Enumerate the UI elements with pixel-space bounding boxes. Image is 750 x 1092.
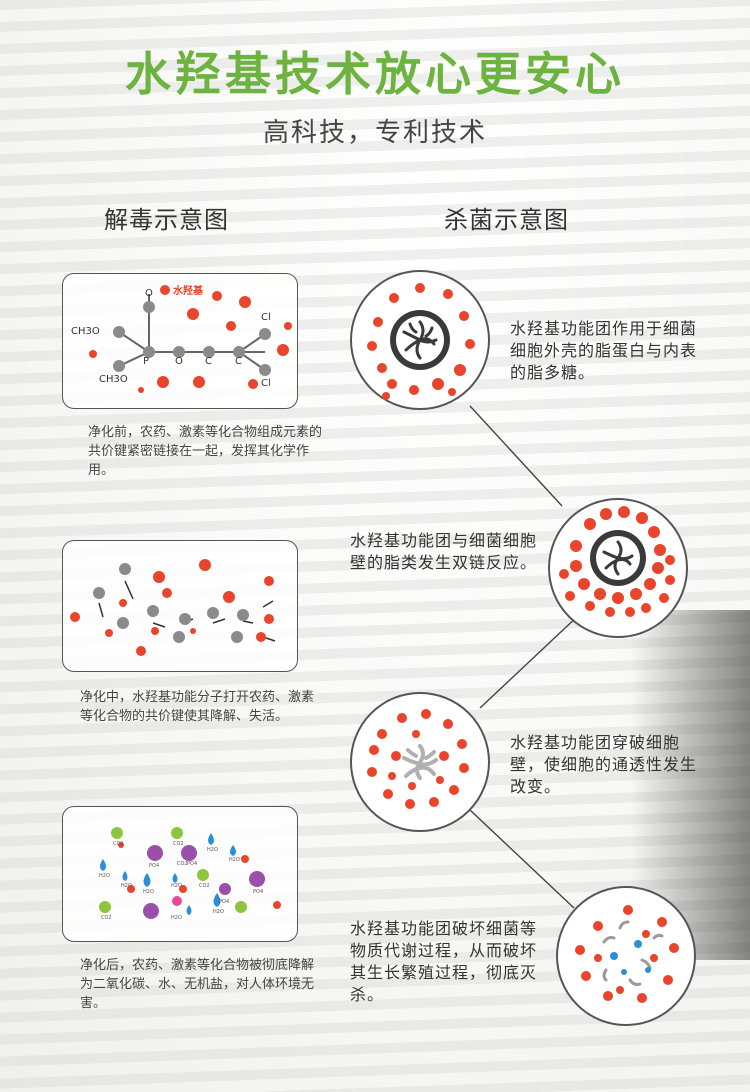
- molecule-label: CO2: [199, 883, 210, 889]
- molecule-label: PO4: [187, 861, 197, 867]
- sterilize-stage3-circle: [350, 692, 490, 832]
- molecule-label: H2O: [121, 883, 132, 889]
- molecule-label: CO2: [113, 841, 124, 847]
- bacteria-destroyed-svg: [575, 905, 679, 1003]
- sterilize-desc-stage3: 水羟基功能团穿破细胞壁，使细胞的通透性发生改变。: [510, 733, 698, 796]
- detox-during-diagram: [62, 540, 298, 672]
- atom-ch3o-top: [113, 326, 125, 338]
- molecule-before-svg: O CH3O P O C C Cl Cl CH3O 水羟基: [71, 284, 292, 393]
- molecule-label: CO2: [101, 915, 112, 921]
- molecule-label: H2O: [171, 883, 182, 889]
- atom-o-mid: [173, 346, 185, 358]
- atom-label: Cl: [261, 312, 271, 323]
- sterilize-desc-stage1: 水羟基功能团作用于细菌细胞外壳的脂蛋白与内表的脂多糖。: [510, 319, 698, 382]
- atom-label: O: [145, 288, 153, 299]
- sterilize-heading: 杀菌示意图: [444, 206, 569, 234]
- page-subtitle: 高科技，专利技术: [262, 118, 487, 148]
- bacteria-intact-svg: [367, 283, 475, 400]
- atom-label: C: [205, 356, 212, 367]
- molecule-label: H2O: [213, 909, 224, 915]
- detox-caption-after: 净化后，农药、激素等化合物被彻底降解为二氧化碳、水、无机盐，对人体环境无害。: [80, 958, 315, 1011]
- molecule-label: CO2: [173, 841, 184, 847]
- molecule-during-svg: [70, 559, 276, 656]
- atom-cl-top: [259, 328, 271, 340]
- sterilize-stage2-circle: [548, 498, 688, 638]
- atom-ch3o-bottom: [113, 360, 125, 372]
- atom-label: CH3O: [71, 326, 100, 337]
- molecule-label: H2O: [229, 857, 240, 863]
- molecule-label: PO4: [219, 899, 229, 905]
- molecule-label: H2O: [143, 889, 154, 895]
- sterilize-stage1-circle: [350, 270, 490, 410]
- detox-after-diagram: CO2 CO2 PO4 CO2 PO4 H2O H2O H2O H2O PO4 …: [62, 806, 298, 942]
- sterilize-stage4-circle: [556, 886, 696, 1026]
- molecule-label: H2O: [171, 915, 182, 921]
- atom-label: Cl: [261, 378, 271, 389]
- page-title: 水羟基技术放心更安心: [125, 47, 625, 101]
- molecule-label: PO4: [149, 863, 159, 869]
- atom-o-top: [143, 301, 155, 313]
- sterilize-desc-stage2: 水羟基功能团与细菌细胞壁的脂类发生双链反应。: [350, 531, 538, 572]
- molecules-after-svg: CO2 CO2 PO4 CO2 PO4 H2O H2O H2O H2O PO4 …: [99, 827, 281, 921]
- molecule-label: H2O: [207, 847, 218, 853]
- detox-caption-during: 净化中，水羟基功能分子打开农药、激素等化合物的共价键使其降解、失活。: [80, 690, 315, 724]
- atom-c2: [233, 346, 245, 358]
- sterilize-desc-stage4: 水羟基功能团破坏细菌等物质代谢过程，从而破坏其生长繁殖过程，彻底灭杀。: [350, 919, 538, 1004]
- atom-cl-bottom: [259, 364, 271, 376]
- molecule-label: H2O: [99, 873, 110, 879]
- oh-label: 水羟基: [172, 284, 204, 297]
- detox-before-diagram: O CH3O P O C C Cl Cl CH3O 水羟基: [62, 273, 298, 409]
- atom-c1: [203, 346, 215, 358]
- molecule-label: CO2: [177, 861, 188, 867]
- detox-heading: 解毒示意图: [104, 206, 229, 234]
- atom-label: CH3O: [99, 374, 128, 385]
- detox-caption-before: 净化前，农药、激素等化合物组成元素的共价键紧密链接在一起，发挥其化学作用。: [88, 425, 323, 478]
- atom-label: P: [143, 356, 149, 367]
- molecule-label: PO4: [253, 889, 263, 895]
- atom-p: [143, 346, 155, 358]
- atom-label: C: [235, 356, 242, 367]
- bacteria-ruptured-svg: [367, 709, 469, 809]
- bacteria-attacked-svg: [559, 506, 675, 617]
- atom-label: O: [175, 356, 183, 367]
